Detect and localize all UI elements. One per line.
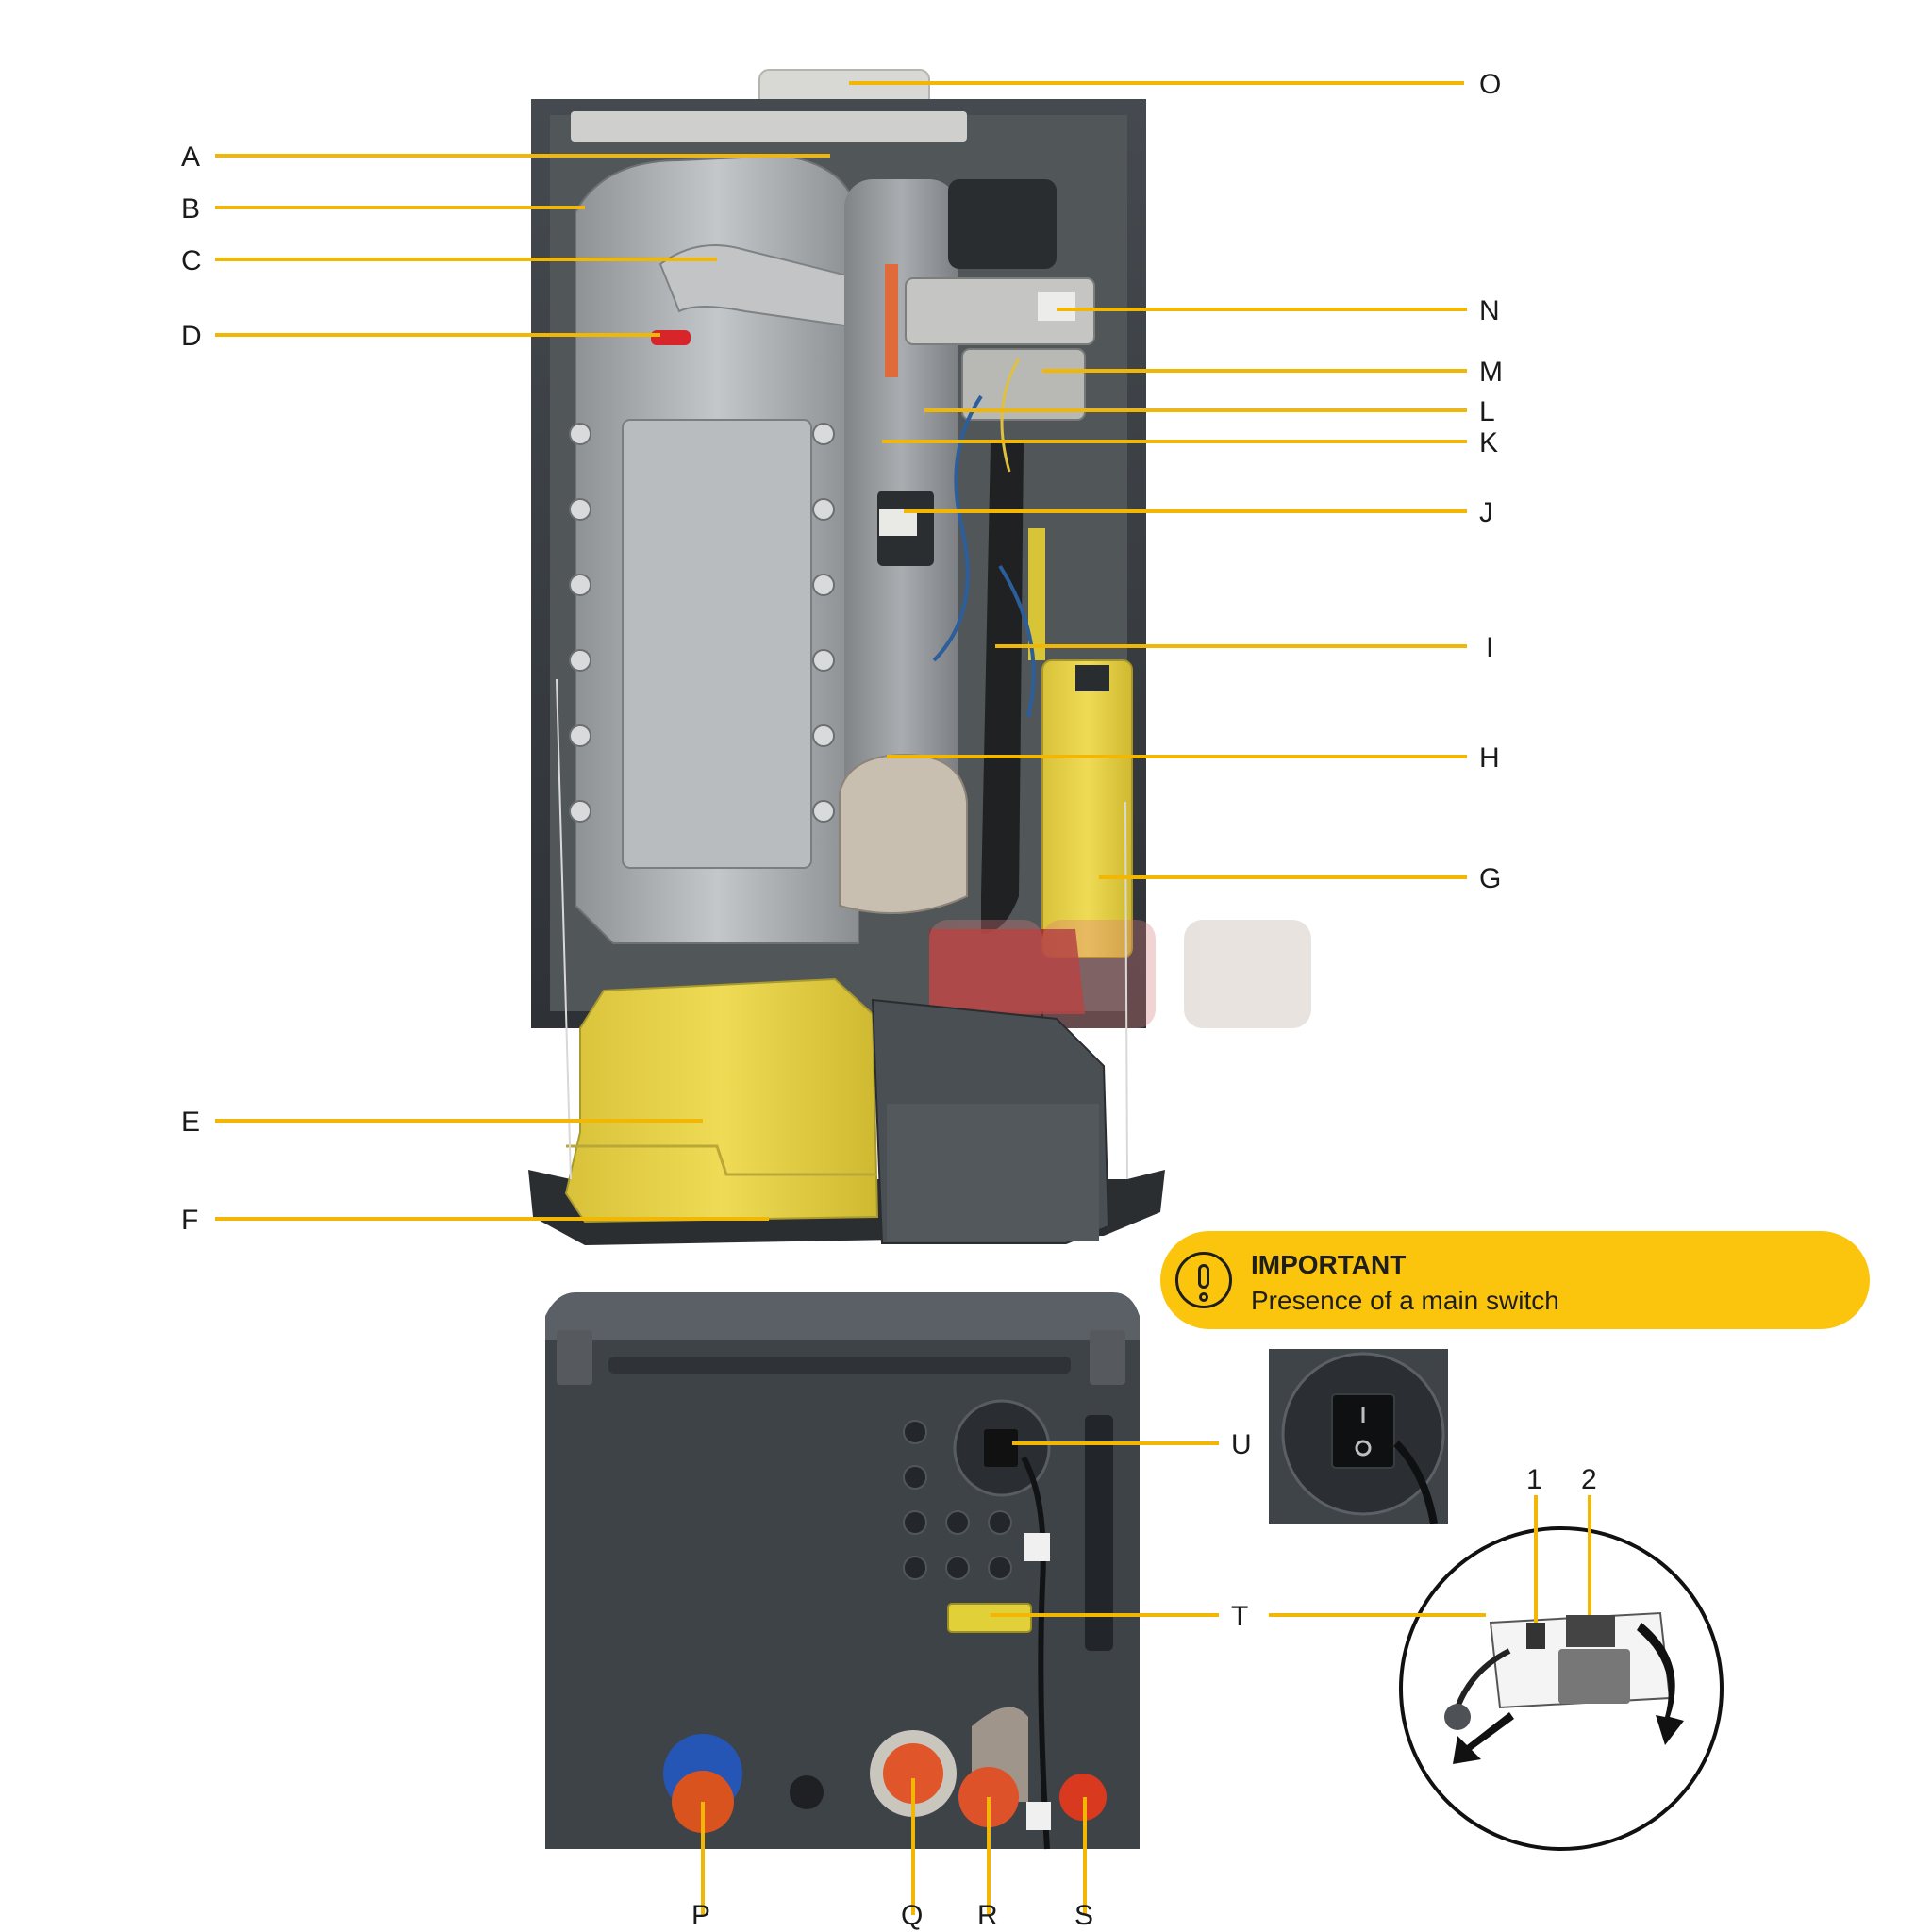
label-C: C [181, 245, 202, 276]
important-callout: IMPORTANT Presence of a main switch [1160, 1231, 1870, 1329]
expansion-vessel [1041, 659, 1133, 958]
callout-text: Presence of a main switch [1251, 1286, 1559, 1315]
switch-cable [1021, 1456, 1050, 1850]
label-F: F [181, 1205, 198, 1236]
black-hose [981, 443, 1024, 934]
top-rail [571, 111, 967, 142]
label-U: U [1231, 1429, 1252, 1460]
label-2: 2 [1581, 1464, 1597, 1495]
detail-plug-1 [1526, 1623, 1545, 1649]
drain-plug [790, 1775, 824, 1809]
label-N: N [1479, 295, 1500, 326]
bottom-casing [545, 1340, 1140, 1849]
label-H: H [1479, 742, 1500, 774]
exclamation-circle-icon [1175, 1252, 1232, 1308]
label-D: D [181, 321, 202, 352]
label-S: S [1074, 1900, 1093, 1931]
switch-inset [1269, 1349, 1448, 1524]
label-A: A [181, 142, 200, 173]
ignition-label [879, 509, 917, 536]
pump-housing [929, 929, 1085, 1014]
cable-channel [1085, 1415, 1113, 1651]
vessel-clip [1075, 665, 1109, 691]
gas-block [961, 348, 1086, 421]
control-box [528, 678, 1165, 1245]
label-J: J [1479, 497, 1493, 528]
switch-inset-cable [1393, 1441, 1438, 1524]
label-G: G [1479, 863, 1501, 894]
connector-detail-inset [1399, 1526, 1724, 1851]
exchanger-cover-plate [622, 419, 812, 869]
label-B: B [181, 193, 200, 225]
label-L: L [1479, 396, 1495, 427]
support-cord-right [1124, 801, 1128, 1180]
label-1: 1 [1526, 1464, 1542, 1495]
support-cord-left [556, 678, 572, 1180]
label-O: O [1479, 69, 1501, 100]
label-E: E [181, 1107, 200, 1138]
detail-arrow-rotate [1637, 1623, 1684, 1745]
connection-Q [883, 1743, 943, 1804]
detail-arrow-pull [1453, 1712, 1514, 1764]
leader-lines [215, 81, 1591, 1915]
detail-cover [1558, 1649, 1630, 1704]
burner-collar [885, 264, 898, 377]
bottom-cable-clip [1026, 1802, 1051, 1830]
condensate-trap [839, 753, 968, 914]
electronics-cover [564, 977, 879, 1224]
wiring [932, 394, 1036, 718]
side-clip-left [557, 1330, 592, 1385]
callout-title: IMPORTANT [1251, 1250, 1407, 1279]
red-sensor [651, 330, 691, 345]
detail-grommet [1444, 1704, 1471, 1730]
side-clip-right [1090, 1330, 1125, 1385]
boiler-front-view [531, 69, 1311, 1028]
label-I: I [1486, 632, 1493, 663]
detail-plug-2 [1566, 1615, 1615, 1647]
callout-labels: A B C D E F O N M L K J I H G U T P Q R … [181, 69, 1597, 1931]
main-switch[interactable] [984, 1429, 1018, 1467]
boiler-bottom-view [545, 1292, 1140, 1850]
label-M: M [1479, 357, 1503, 388]
switch-inset-rocker [1331, 1393, 1395, 1469]
detail-cable [1455, 1648, 1511, 1709]
label-P: P [691, 1900, 710, 1931]
label-R: R [977, 1900, 998, 1931]
label-Q: Q [901, 1900, 923, 1931]
cable-clip [1024, 1533, 1050, 1561]
fan-housing [948, 179, 1057, 269]
electronics-cover-step [566, 1144, 877, 1176]
yellow-connector [947, 1603, 1032, 1633]
label-T: T [1231, 1601, 1248, 1632]
valve-label [1038, 292, 1075, 321]
exchanger-bolts [569, 423, 835, 823]
gas-pipe [1028, 528, 1045, 660]
grommet-holes [903, 1420, 1012, 1580]
bottom-casing-top [545, 1292, 1140, 1344]
terminal-box-lower [887, 1104, 1099, 1241]
label-K: K [1479, 427, 1498, 458]
switch-inset-mark-on [1355, 1440, 1372, 1457]
bottom-rail [608, 1357, 1071, 1374]
